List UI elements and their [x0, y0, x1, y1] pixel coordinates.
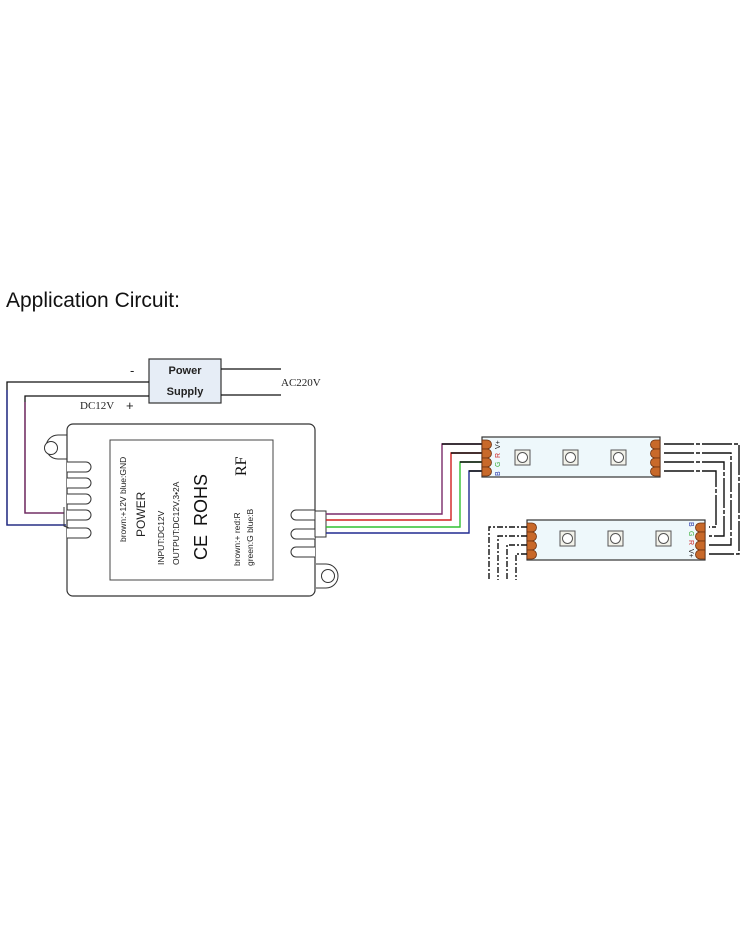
ce-mark: CE — [191, 535, 211, 560]
input-pin — [67, 493, 92, 505]
pin-label-vplus: V+ — [687, 549, 694, 558]
input-pin — [67, 477, 92, 489]
solder-pad — [481, 457, 492, 468]
label-panel — [109, 439, 274, 581]
input-pin — [67, 509, 92, 521]
mount-hole-bottom — [321, 569, 335, 583]
link-wire-g — [664, 461, 725, 537]
input-connector — [63, 507, 70, 529]
strip-2-right-pads — [695, 522, 706, 560]
cont-wire-3 — [506, 544, 527, 580]
rohs-mark: ROHS — [191, 474, 211, 526]
mount-hole-top — [44, 441, 58, 455]
input-spec: INPUT:DC12V — [156, 510, 166, 565]
solder-pad — [526, 549, 537, 560]
output-wire-legend-1: brown:+ red:R — [232, 512, 242, 566]
input-pin — [67, 461, 92, 473]
led-strip-1: B G R V+ — [481, 436, 661, 478]
strip-1-pin-labels: B G R V+ — [495, 440, 502, 476]
power-supply-label-2: Supply — [167, 386, 205, 398]
solder-pad — [650, 457, 661, 468]
strip-1-leds — [514, 449, 627, 466]
solder-pad — [650, 466, 661, 477]
power-supply: Power Supply AC220V - + DC12V — [80, 358, 321, 413]
wire-red — [326, 452, 490, 521]
solder-pad — [650, 439, 661, 450]
output-pins — [290, 509, 327, 558]
ac-voltage-label: AC220V — [281, 377, 321, 389]
solder-pad — [695, 531, 706, 542]
output-spec: OUTPUT:DC12V,3•2A — [171, 481, 181, 565]
led-lens — [613, 452, 624, 463]
solder-pad — [526, 522, 537, 533]
wire-blue — [326, 470, 490, 534]
led-lens — [610, 533, 621, 544]
power-supply-label-1: Power — [168, 365, 202, 377]
led-strip-2: B G R V+ — [526, 519, 706, 561]
output-pin — [290, 528, 315, 540]
output-wire-legend-2: green:G blue:B — [245, 508, 255, 566]
dc-wires — [6, 381, 149, 526]
solder-pad — [526, 531, 537, 542]
strip-2-left-pads — [526, 522, 537, 560]
strip-2-pin-labels: B G R V+ — [687, 522, 694, 558]
output-connector — [314, 510, 327, 538]
pin-label-r: R — [495, 453, 502, 458]
power-supply-box — [148, 358, 222, 404]
solder-pad — [650, 448, 661, 459]
cont-wire-4 — [515, 553, 527, 580]
pin-label-g: G — [687, 531, 694, 536]
pin-label-g: G — [495, 462, 502, 467]
pin-label-r: R — [687, 540, 694, 545]
pin-label-vplus: V+ — [495, 440, 502, 449]
power-label: POWER — [134, 491, 148, 537]
rgb-wires — [326, 443, 490, 534]
page-title: Application Circuit: — [6, 289, 180, 312]
gnd-wire-blue — [6, 390, 66, 526]
led-lens — [565, 452, 576, 463]
dc-voltage-label: DC12V — [80, 400, 114, 412]
input-pins — [63, 461, 92, 539]
strip-1-left-pads — [481, 439, 492, 477]
cont-wire-2 — [497, 535, 527, 580]
link-wire-vplus — [664, 443, 740, 555]
cont-wire-1 — [488, 526, 527, 580]
controller: brown:+12V blue:GND POWER INPUT:DC12V OU… — [44, 423, 339, 597]
strip-1-right-pads — [650, 439, 661, 477]
input-wire-legend: brown:+12V blue:GND — [118, 457, 128, 542]
continuation-wires — [488, 526, 527, 580]
strip-2-leds — [559, 530, 672, 547]
output-pin — [290, 546, 315, 558]
led-lens — [562, 533, 573, 544]
solder-pad — [695, 522, 706, 533]
link-wire-b — [664, 470, 717, 528]
input-pin — [67, 527, 92, 539]
solder-pad — [481, 439, 492, 450]
pin-label-b: B — [687, 522, 694, 527]
plus-wire-brown — [24, 402, 64, 514]
rf-mark: RF — [233, 456, 250, 476]
solder-pad — [526, 540, 537, 551]
link-wire-r — [664, 452, 732, 546]
output-pin — [290, 509, 315, 521]
plus-label: + — [126, 398, 134, 413]
solder-pad — [481, 466, 492, 477]
strip-link-wires — [664, 443, 740, 555]
wire-green — [326, 461, 490, 528]
led-lens — [658, 533, 669, 544]
led-lens — [517, 452, 528, 463]
wire-brown — [326, 443, 490, 515]
solder-pad — [695, 540, 706, 551]
solder-pad — [695, 549, 706, 560]
solder-pad — [481, 448, 492, 459]
pin-label-b: B — [495, 471, 502, 476]
minus-label: - — [130, 363, 134, 378]
